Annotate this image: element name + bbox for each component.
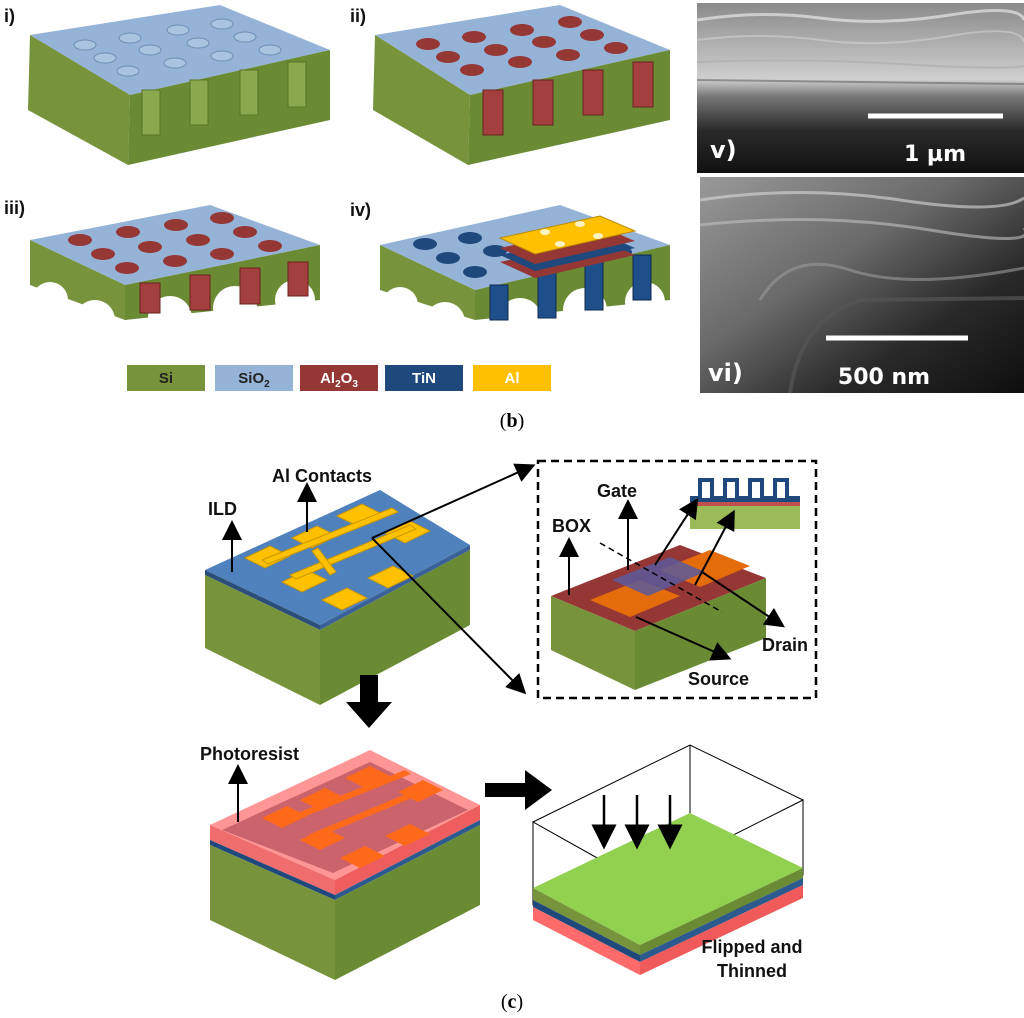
- transistor-inset: Gate BOX Drain Source: [536, 459, 818, 700]
- legend-al2o3-label: Al2O3: [320, 370, 358, 390]
- zoom-arrow-top: [371, 463, 536, 539]
- sem-image-v: 1 µm v): [696, 3, 1024, 173]
- source-label: Source: [688, 669, 749, 689]
- legend-tin-label: TiN: [412, 370, 436, 387]
- legend-swatch-si: [127, 365, 205, 391]
- panel-b: i) ii): [4, 3, 1024, 432]
- legend-al-label: Al: [505, 370, 520, 387]
- box-label: BOX: [552, 516, 591, 536]
- sem-image-vi: 500 nm vi): [699, 177, 1024, 394]
- material-legend: Si SiO2 Al2O3 TiN Al: [127, 365, 551, 391]
- zoom-arrow-bottom: [371, 537, 527, 695]
- sem-vi-label: vi): [708, 359, 743, 387]
- step-ii-diagram: ii): [350, 5, 670, 165]
- drain-label: Drain: [762, 635, 808, 655]
- legend-swatch-tin: [385, 365, 463, 391]
- step-i-diagram: i): [4, 5, 330, 165]
- flipped-label-line2: Thinned: [717, 961, 787, 981]
- step-iv-label: iv): [350, 200, 371, 220]
- wafer-flipped-thinned: Flipped and Thinned: [531, 744, 805, 981]
- legend-swatch-al2o3: [300, 365, 378, 391]
- caption-b: (b): [500, 410, 524, 432]
- flipped-label-line1: Flipped and: [702, 937, 803, 957]
- panel-c: Al Contacts ILD Gate: [200, 459, 818, 1013]
- wafer-photoresist: Photoresist: [200, 744, 480, 980]
- legend-sio2-label: SiO2: [238, 370, 270, 390]
- ild-label: ILD: [208, 499, 237, 519]
- scale-bar-500nm-label: 500 nm: [838, 365, 930, 390]
- scale-bar-1um-label: 1 µm: [904, 142, 966, 167]
- process-arrow-down: [346, 675, 392, 728]
- step-iv-diagram: iv): [350, 200, 670, 342]
- photoresist-label: Photoresist: [200, 744, 299, 764]
- al-contacts-label: Al Contacts: [272, 466, 372, 486]
- gate-label: Gate: [597, 481, 637, 501]
- step-ii-label: ii): [350, 6, 366, 26]
- caption-c: (c): [501, 991, 523, 1013]
- legend-swatch-al: [473, 365, 551, 391]
- legend-si-label: Si: [159, 370, 173, 387]
- process-arrow-right: [485, 770, 552, 810]
- sem-v-label: v): [710, 136, 737, 164]
- inset-frame: [536, 459, 818, 700]
- step-iii-label: iii): [4, 198, 25, 218]
- step-i-label: i): [4, 6, 15, 26]
- wafer-al-contacts: Al Contacts ILD: [205, 466, 470, 705]
- step-iii-diagram: iii): [4, 198, 320, 340]
- legend-swatch-sio2: [215, 365, 293, 391]
